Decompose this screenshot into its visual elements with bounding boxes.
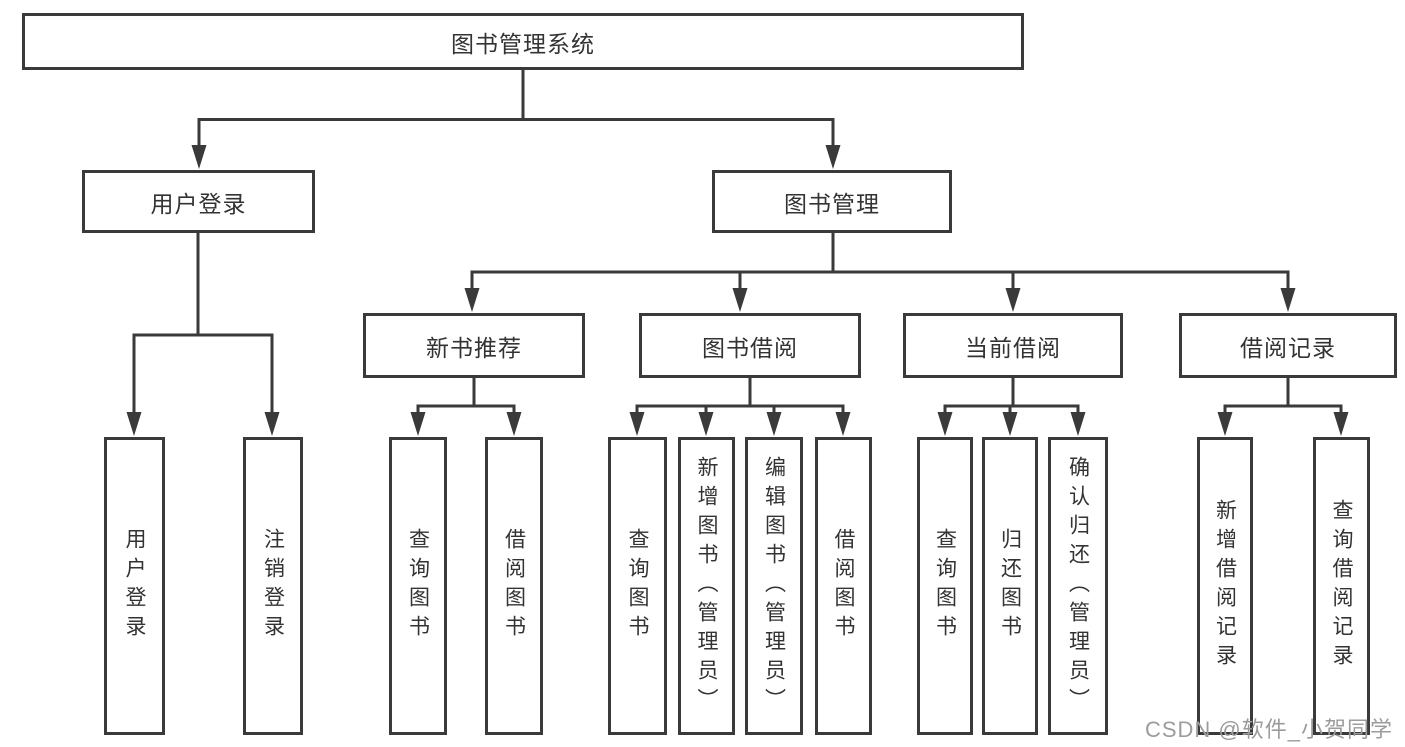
connector-current-borrowing-children [937, 378, 1086, 436]
node-label: 编辑图书（管理员） [762, 455, 786, 717]
node-label: 借阅图书 [832, 528, 855, 644]
node-book-borrowing: 图书借阅 [639, 313, 861, 378]
node-label: 借阅记录 [1240, 334, 1336, 361]
node-label: 归还图书 [998, 528, 1022, 644]
connector-book-borrowing-children [629, 378, 851, 436]
node-label: 确认归还（管理员） [1066, 455, 1090, 717]
node-leaf-query-books-newbook: 查询图书 [389, 437, 447, 735]
node-leaf-query-books-current: 查询图书 [917, 437, 973, 735]
connector-new-book-recommend-children [410, 378, 522, 436]
node-leaf-edit-book-admin: 编辑图书（管理员） [745, 437, 803, 735]
connector-root-to-level2 [191, 70, 841, 169]
node-leaf-logout: 注销登录 [243, 437, 303, 735]
node-label: 新书推荐 [426, 334, 522, 361]
node-user-login: 用户登录 [82, 170, 315, 233]
node-borrowing-records: 借阅记录 [1179, 313, 1397, 378]
node-label: 查询图书 [933, 528, 957, 644]
node-label: 查询图书 [626, 528, 649, 644]
node-label: 查询借阅记录 [1330, 499, 1353, 673]
node-leaf-query-books-borrowing: 查询图书 [608, 437, 667, 735]
node-label: 注销登录 [261, 528, 285, 644]
node-label: 图书借阅 [702, 334, 798, 361]
node-leaf-add-book-admin: 新增图书（管理员） [678, 437, 735, 735]
connector-book-management-to-level3 [464, 233, 1296, 312]
node-current-borrowing: 当前借阅 [903, 313, 1123, 378]
node-new-book-recommend: 新书推荐 [363, 313, 585, 378]
connector-borrowing-records-children [1217, 378, 1349, 436]
node-label: 图书管理 [784, 190, 880, 217]
node-leaf-add-borrow-record: 新增借阅记录 [1197, 437, 1253, 735]
node-label: 用户登录 [123, 528, 146, 644]
connector-user-login-subtree [126, 233, 280, 436]
node-label: 图书管理系统 [451, 30, 595, 57]
node-label: 当前借阅 [965, 334, 1061, 361]
node-label: 用户登录 [150, 190, 247, 217]
node-leaf-query-borrow-record: 查询借阅记录 [1313, 437, 1370, 735]
watermark-text: CSDN @软件_小贺同学 [1144, 717, 1393, 742]
node-book-management: 图书管理 [712, 170, 952, 233]
node-library-management-system: 图书管理系统 [22, 13, 1024, 70]
node-label: 查询图书 [406, 528, 430, 644]
node-leaf-user-login: 用户登录 [104, 437, 165, 735]
node-leaf-borrow-books-newbook: 借阅图书 [485, 437, 543, 735]
node-leaf-confirm-return-admin: 确认归还（管理员） [1048, 437, 1108, 735]
node-label: 借阅图书 [502, 528, 526, 644]
node-leaf-borrow-books-borrowing: 借阅图书 [815, 437, 872, 735]
node-label: 新增借阅记录 [1213, 499, 1237, 673]
node-leaf-return-books: 归还图书 [982, 437, 1038, 735]
node-label: 新增图书（管理员） [695, 455, 718, 717]
